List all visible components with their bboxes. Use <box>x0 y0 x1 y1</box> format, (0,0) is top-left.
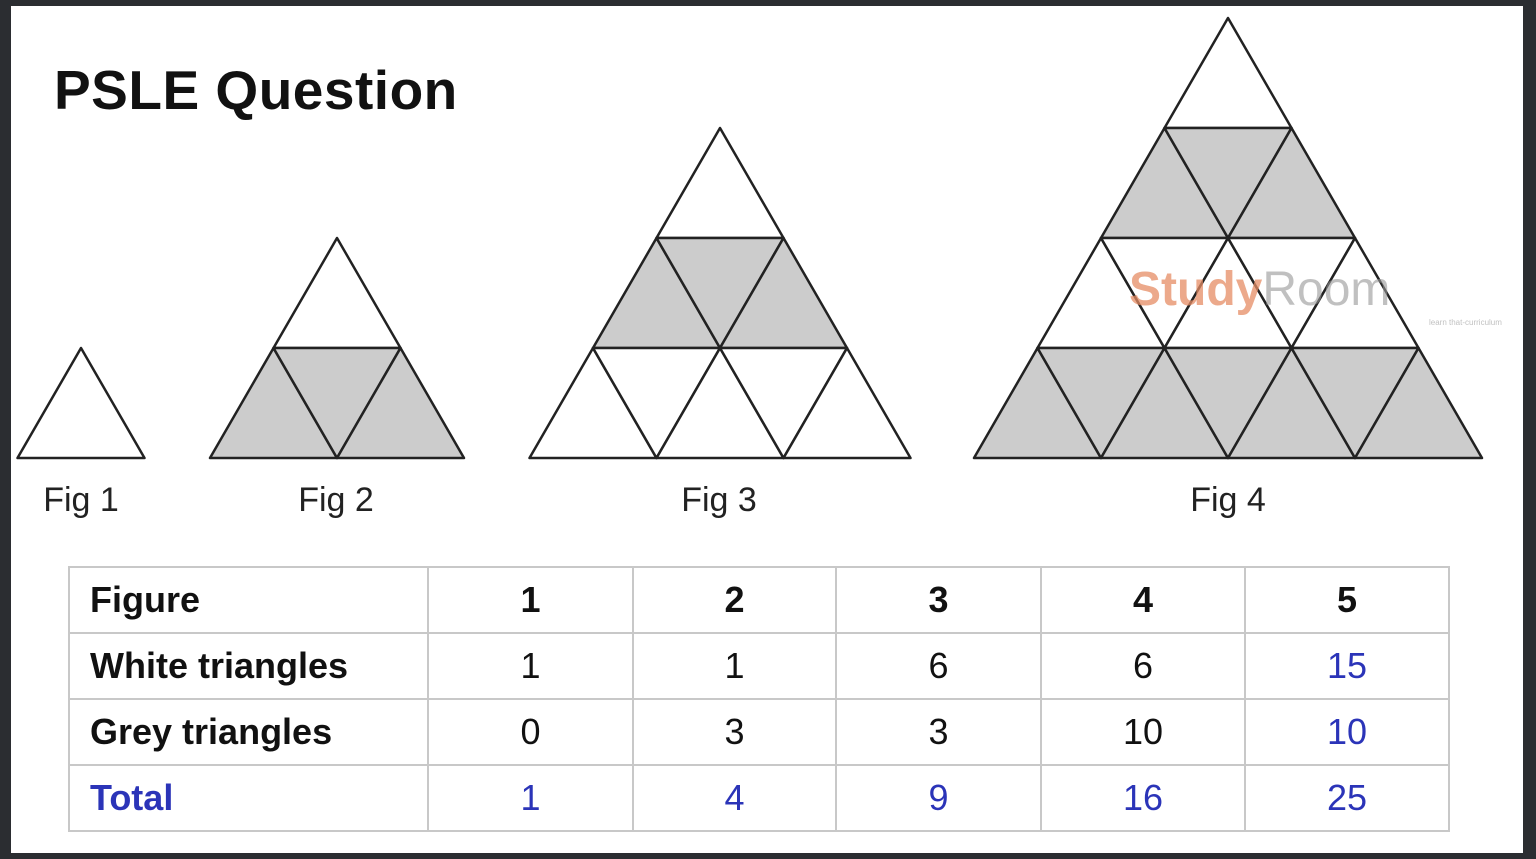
watermark-tagline: learn that-curriculum <box>1429 318 1502 327</box>
table-cell: 0 <box>427 698 634 766</box>
figure-4 <box>972 16 1484 460</box>
figure-3 <box>528 126 912 460</box>
grey-triangle <box>1353 346 1484 460</box>
total-cell: 9 <box>835 764 1042 832</box>
table-cell: 3 <box>632 698 837 766</box>
white-triangle <box>655 126 785 240</box>
table-row: Total 1 4 9 16 25 <box>68 764 1450 832</box>
header-cell: 2 <box>632 566 837 634</box>
watermark-room: Room <box>1262 263 1391 316</box>
white-triangle <box>1163 16 1293 130</box>
header-cell: 3 <box>835 566 1042 634</box>
figure-1 <box>16 346 146 460</box>
row-label-grey: Grey triangles <box>68 698 429 766</box>
watermark-study: Study <box>1129 263 1263 316</box>
table-cell: 1 <box>632 632 837 700</box>
table-row: White triangles 1 1 6 6 15 <box>68 632 1450 700</box>
figure-2 <box>208 236 466 460</box>
white-triangle <box>782 346 912 460</box>
total-cell: 25 <box>1244 764 1450 832</box>
white-triangle <box>272 236 402 350</box>
header-figure: Figure <box>68 566 429 634</box>
white-triangle <box>16 346 146 460</box>
table-row: Grey triangles 0 3 3 10 10 <box>68 698 1450 766</box>
fig-1-label: Fig 1 <box>43 481 119 519</box>
total-cell: 16 <box>1040 764 1246 832</box>
page-title: PSLE Question <box>54 59 458 121</box>
studyroom-watermark: StudyRoom learn that-curriculum <box>1129 262 1502 327</box>
row-label-total: Total <box>68 764 429 832</box>
header-cell: 1 <box>427 566 634 634</box>
total-cell: 4 <box>632 764 837 832</box>
answer-cell: 15 <box>1244 632 1450 700</box>
total-cell: 1 <box>427 764 634 832</box>
row-label-white: White triangles <box>68 632 429 700</box>
grey-triangle <box>335 346 466 460</box>
header-cell: 5 <box>1244 566 1450 634</box>
worksheet-card: PSLE Question Fig 1 Fig 2 Fig 3 Fig 4 St… <box>11 6 1523 853</box>
table-cell: 6 <box>1040 632 1246 700</box>
fig-4-label: Fig 4 <box>1190 481 1266 519</box>
table-cell: 10 <box>1040 698 1246 766</box>
table-row: Figure 1 2 3 4 5 <box>68 566 1450 634</box>
fig-3-label: Fig 3 <box>681 481 757 519</box>
table-cell: 6 <box>835 632 1042 700</box>
answer-cell: 10 <box>1244 698 1450 766</box>
fig-2-label: Fig 2 <box>298 481 374 519</box>
table-cell: 1 <box>427 632 634 700</box>
header-cell: 4 <box>1040 566 1246 634</box>
pattern-table: Figure 1 2 3 4 5 White triangles 1 1 6 6… <box>68 566 1450 832</box>
table-cell: 3 <box>835 698 1042 766</box>
triangle-figures <box>16 16 1484 460</box>
